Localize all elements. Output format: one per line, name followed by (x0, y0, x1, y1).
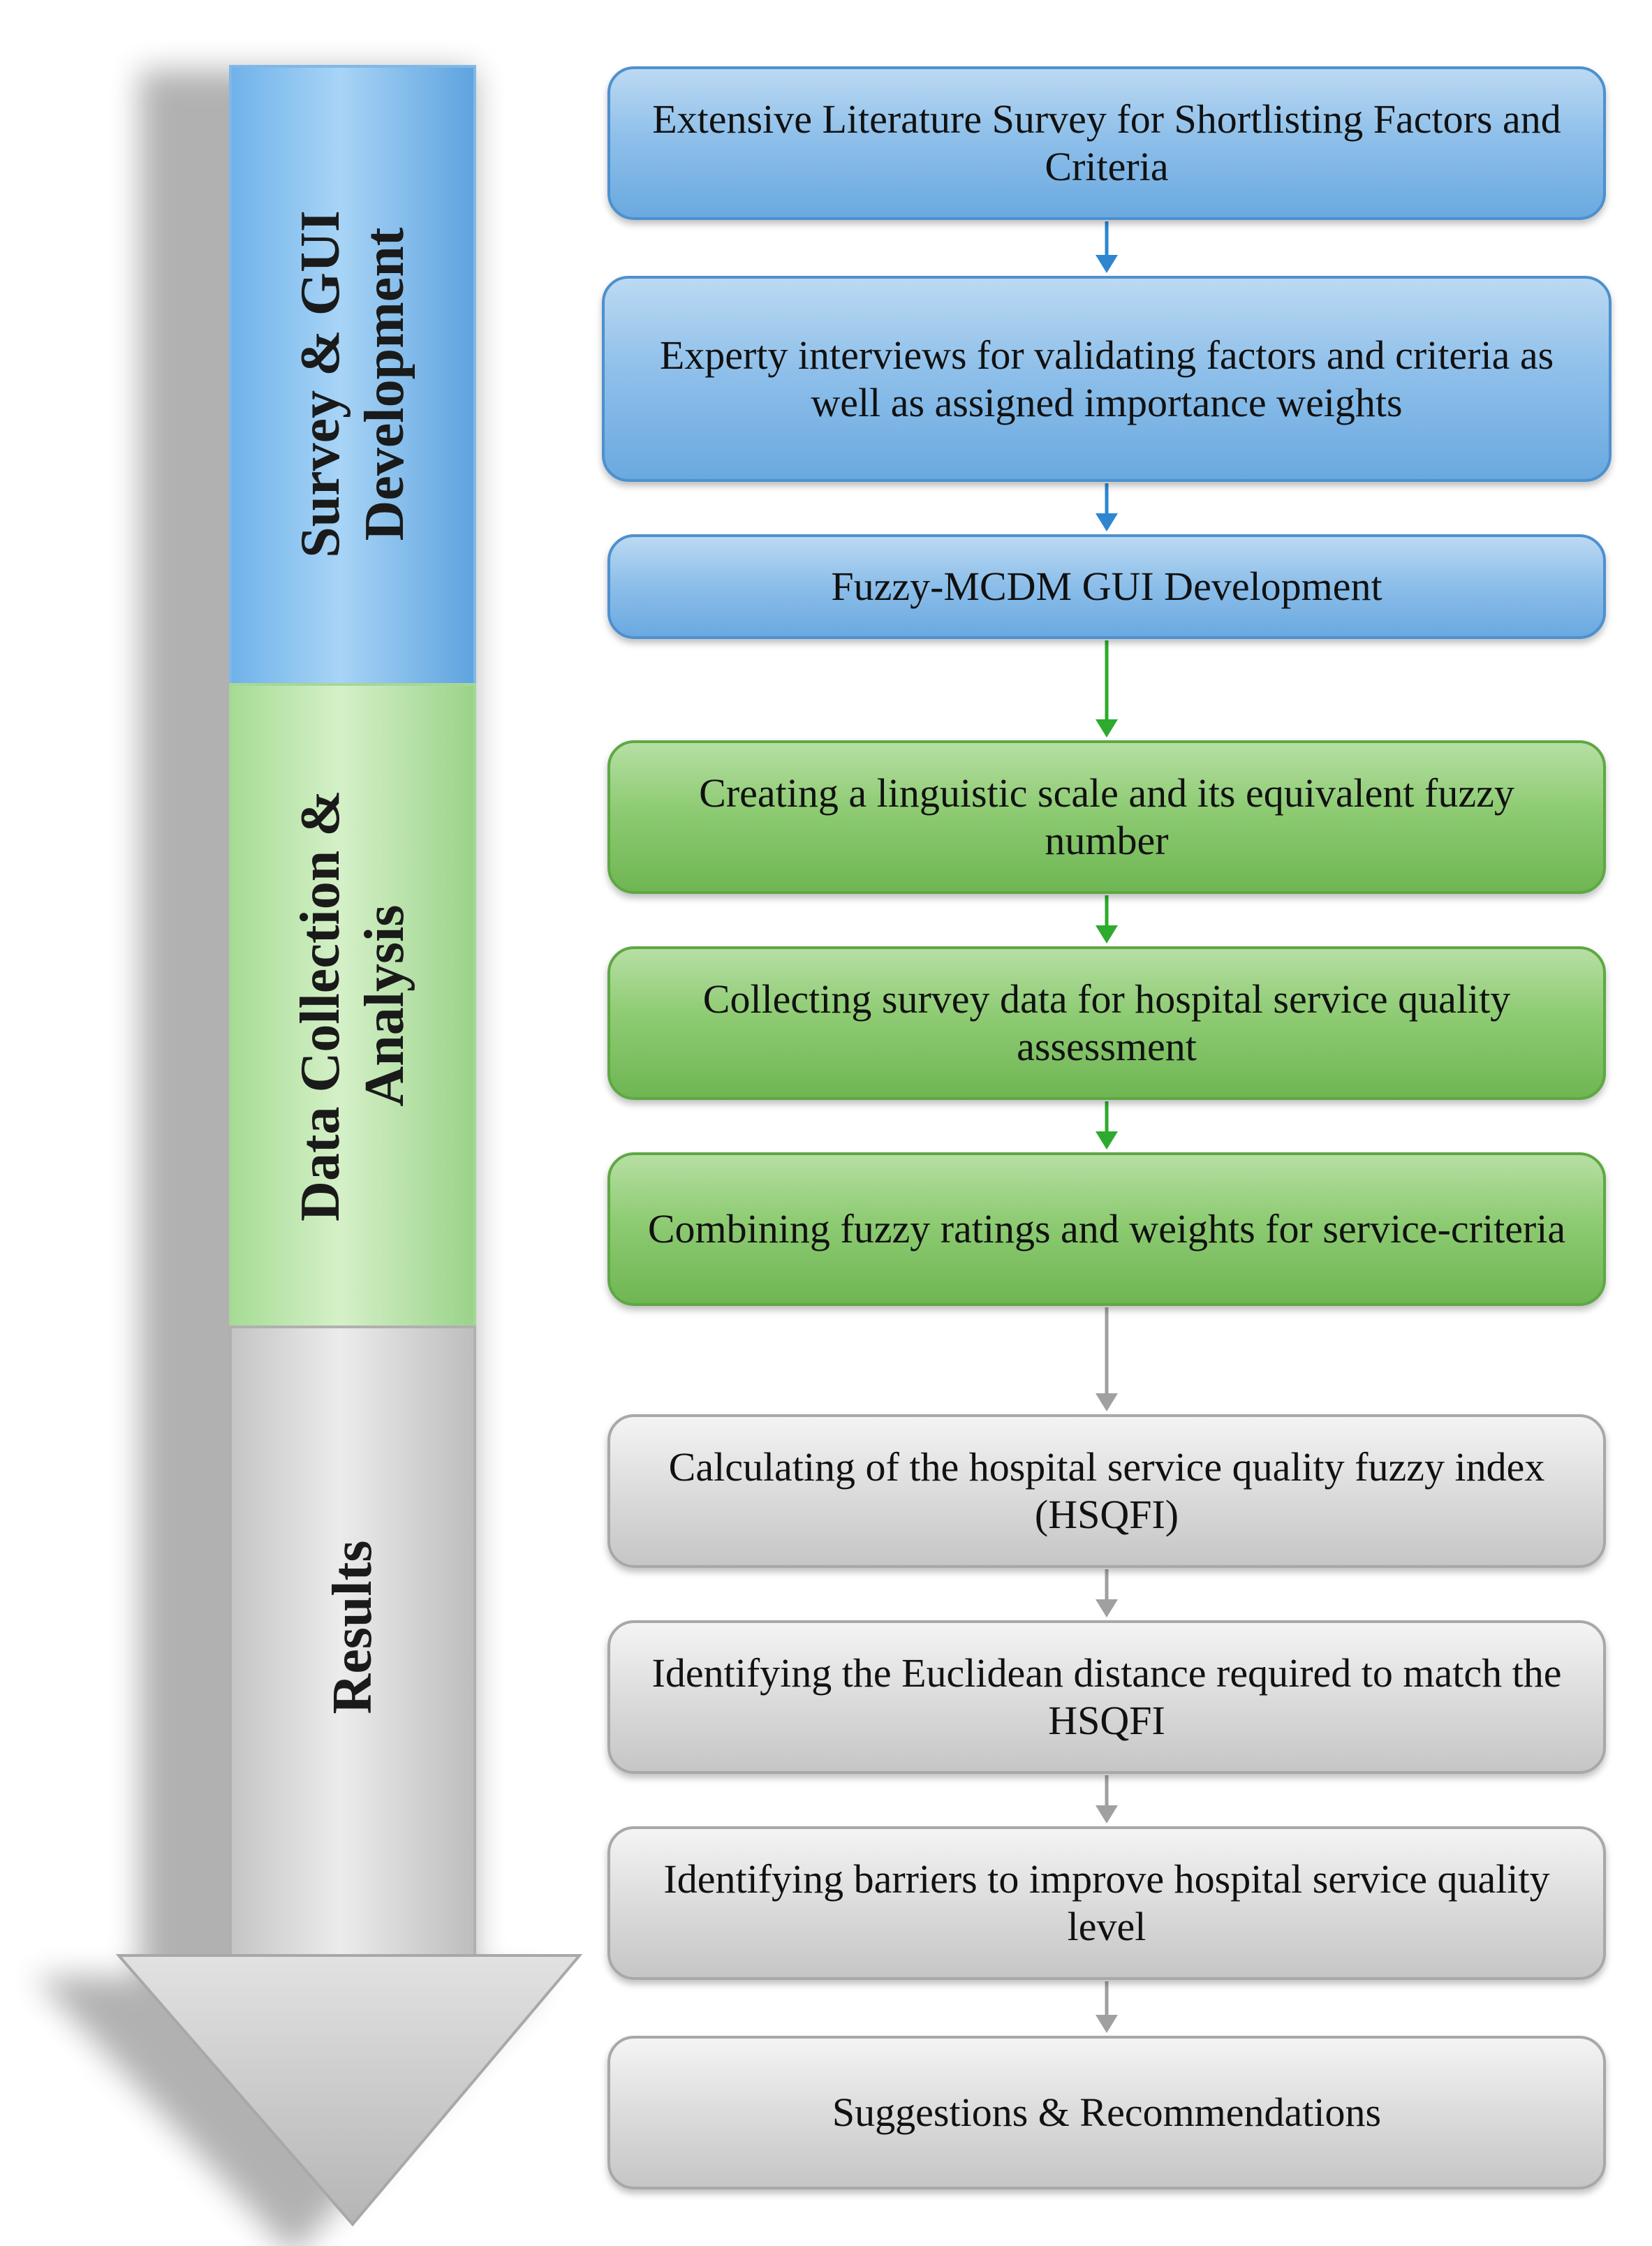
step-expert-interviews: Experty interviews for validating factor… (602, 276, 1612, 482)
step-collect-survey: Collecting survey data for hospital serv… (607, 946, 1606, 1100)
connector-arrowhead (1096, 255, 1118, 273)
connector-arrowhead (1096, 1131, 1118, 1150)
step-identify-barriers: Identifying barriers to improve hospital… (607, 1826, 1606, 1980)
connector-arrowhead (1096, 513, 1118, 531)
step-linguistic-scale: Creating a linguistic scale and its equi… (607, 740, 1606, 894)
connector-arrowhead (1096, 1599, 1118, 1617)
connector-arrowhead (1096, 719, 1118, 737)
step-euclidean-distance: Identifying the Euclidean distance requi… (607, 1620, 1606, 1774)
phase-label-survey: Survey & GUI Development (290, 210, 415, 558)
phase-segment-results (229, 1326, 476, 1957)
connector-arrowhead (1096, 1393, 1118, 1411)
step-calc-hsqfi: Calculating of the hospital service qual… (607, 1414, 1606, 1568)
arrow-head (115, 1954, 583, 2227)
step-suggestions: Suggestions & Recommendations (607, 2036, 1606, 2189)
step-literature-survey: Extensive Literature Survey for Shortlis… (607, 66, 1606, 220)
step-combine-ratings: Combining fuzzy ratings and weights for … (607, 1152, 1606, 1306)
step-gui-development: Fuzzy-MCDM GUI Development (607, 534, 1606, 639)
phase-label-results: Results (322, 1540, 383, 1715)
step-connectors (1096, 221, 1118, 2033)
phase-label-data: Data Collection & Analysis (290, 790, 415, 1221)
connector-arrowhead (1096, 1805, 1118, 1823)
phase-segment-survey (229, 65, 476, 686)
connector-arrowhead (1096, 925, 1118, 944)
connector-arrowhead (1096, 2015, 1118, 2033)
